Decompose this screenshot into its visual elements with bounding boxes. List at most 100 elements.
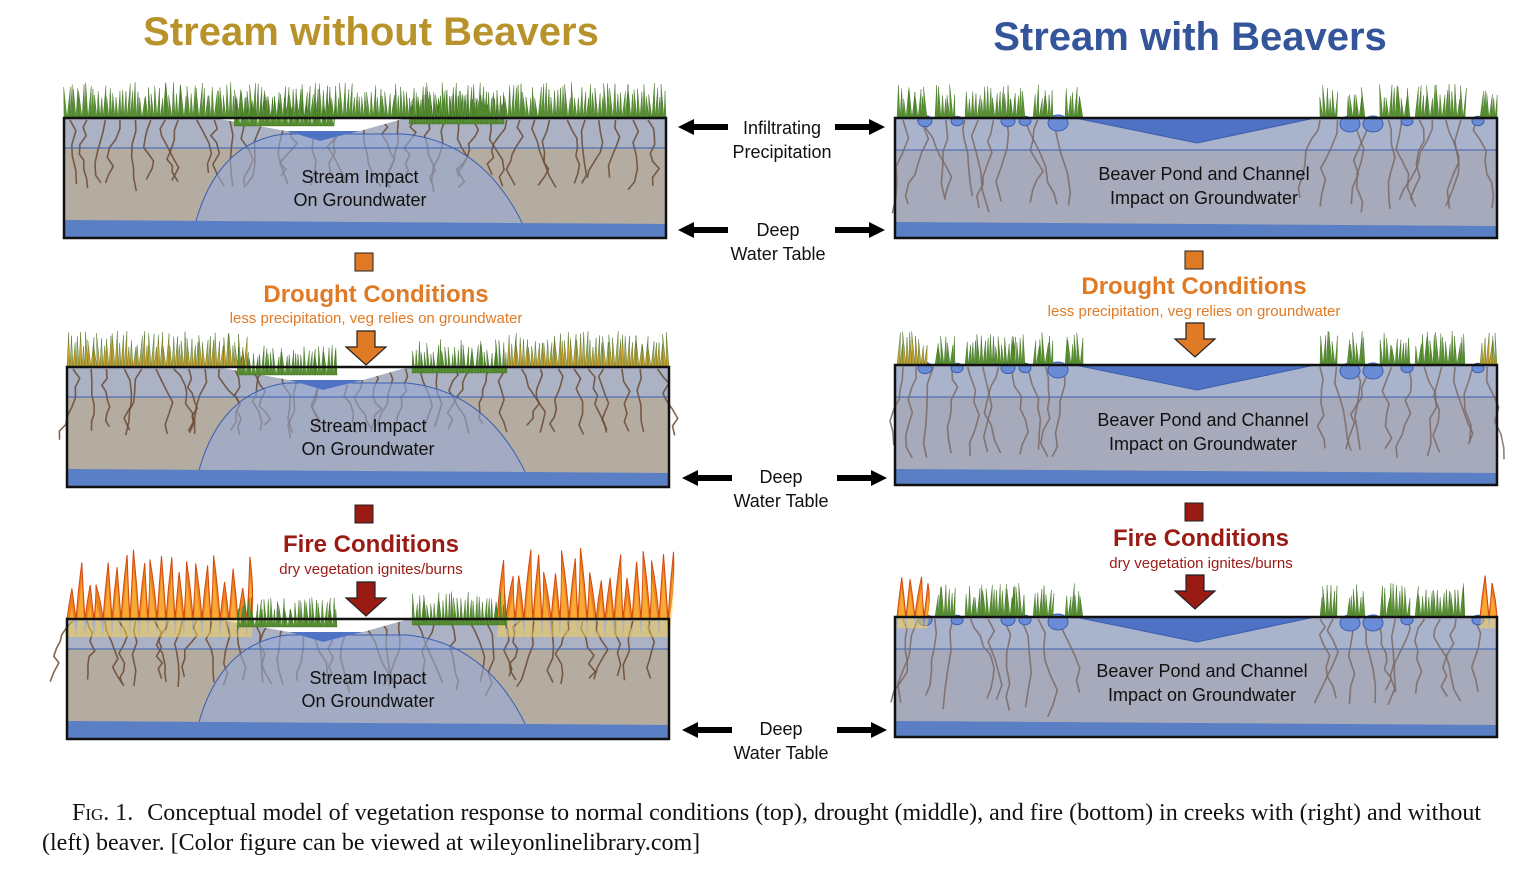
root [1387, 119, 1396, 209]
root [1023, 119, 1058, 205]
root [58, 368, 81, 440]
root [924, 618, 938, 696]
grass [896, 331, 928, 366]
water-pocket [1362, 362, 1384, 380]
root [897, 618, 919, 703]
grass [934, 584, 956, 618]
label-line: Water Table [730, 244, 826, 264]
grass [1346, 584, 1366, 618]
root [1446, 119, 1462, 209]
root [1376, 618, 1393, 691]
label-line: Precipitation [732, 142, 832, 162]
label-line: Beaver Pond and Channel [1096, 661, 1308, 681]
root [1463, 366, 1474, 442]
root [598, 368, 610, 431]
arrow-left-icon [682, 722, 732, 738]
grass [506, 331, 670, 368]
arrow-left-icon [682, 470, 732, 486]
grass [964, 85, 1016, 119]
grass [1414, 583, 1466, 618]
root [1470, 618, 1482, 692]
grass [1479, 332, 1498, 366]
root [130, 119, 138, 192]
panel-without-beavers-fire [49, 547, 675, 741]
root [186, 368, 199, 432]
root [1056, 618, 1081, 694]
grass [66, 331, 248, 368]
root [1350, 119, 1372, 205]
drought-subtitle-right: less precipitation, veg relies on ground… [1047, 303, 1341, 320]
root [1445, 119, 1460, 207]
root [995, 119, 1010, 202]
grass [411, 591, 508, 626]
root [1318, 618, 1337, 699]
arrow-right-icon [835, 119, 885, 135]
grass [1319, 330, 1338, 366]
root [1352, 119, 1365, 213]
stream-channel [289, 380, 363, 390]
root [940, 119, 949, 201]
root [49, 620, 74, 682]
grass [896, 84, 928, 119]
label-line: Beaver Pond and Channel [1098, 164, 1310, 184]
panel-with-beavers-normal [891, 84, 1499, 240]
grass [1009, 583, 1026, 618]
root [142, 119, 155, 180]
grass [1032, 585, 1055, 618]
root [983, 366, 1002, 454]
root [1354, 366, 1362, 450]
grass [1319, 85, 1338, 119]
caption-figure-number: Fig. 1. [72, 800, 134, 826]
arrow-right-icon [835, 222, 885, 238]
root [904, 119, 930, 205]
deep-water-table [64, 220, 666, 238]
arrow-down-icon [344, 581, 388, 617]
root [580, 119, 588, 184]
label-line: Stream Impact [301, 167, 419, 187]
grass [1009, 334, 1026, 366]
grass [1009, 87, 1026, 119]
fire-title-right: Fire Conditions [1113, 525, 1289, 552]
root [656, 368, 679, 436]
root [942, 618, 954, 710]
grass [1379, 583, 1411, 618]
caption-text: Conceptual model of vegetation response … [42, 800, 1481, 856]
root [520, 368, 547, 433]
root [124, 368, 143, 436]
root [1409, 119, 1425, 208]
root [982, 366, 993, 453]
root [925, 119, 953, 199]
label-line: On Groundwater [301, 691, 435, 711]
arrow-down-icon [344, 330, 388, 366]
groundwater-dome [194, 634, 533, 740]
water-pocket [1362, 614, 1384, 632]
root [1345, 366, 1374, 450]
fire-title-left: Fire Conditions [283, 531, 459, 558]
label-line: Water Table [733, 491, 829, 511]
grass [1064, 332, 1084, 366]
root [1440, 618, 1457, 697]
root [155, 368, 174, 435]
root [976, 119, 995, 209]
grass [1064, 583, 1084, 618]
root [1020, 618, 1033, 708]
root [961, 119, 974, 197]
grass [1032, 332, 1054, 366]
root [1029, 119, 1044, 203]
drought-title-left: Drought Conditions [263, 281, 489, 308]
arrow-left-icon [678, 119, 728, 135]
label-line: Impact on Groundwater [1107, 685, 1297, 705]
connector-square-icon [1184, 502, 1204, 522]
root [1011, 366, 1029, 455]
stream-channel [289, 632, 363, 642]
root [1395, 366, 1413, 458]
arrow-right-icon [837, 470, 887, 486]
grass [1319, 584, 1338, 618]
grass [63, 82, 667, 119]
grass [964, 584, 1016, 618]
panel-without-beavers-drought [58, 331, 679, 489]
